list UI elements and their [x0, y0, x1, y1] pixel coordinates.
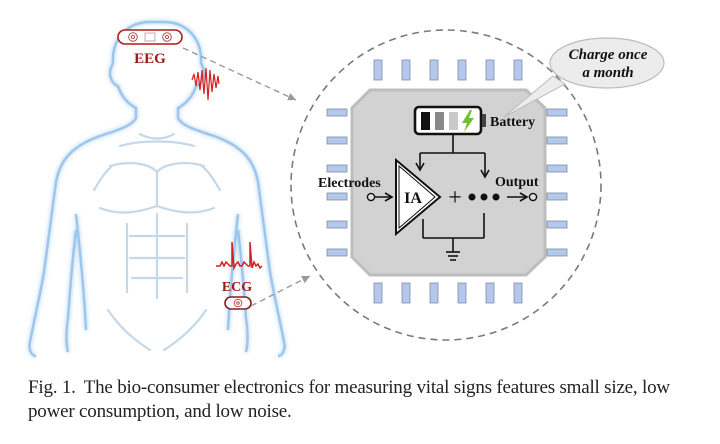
output-terminal	[528, 192, 538, 202]
callout-line1: Charge once	[569, 47, 648, 63]
human-body-illustration: EEG ECG	[28, 20, 286, 358]
chip-pin-bottom	[401, 282, 411, 304]
chip-pin-top	[373, 59, 383, 81]
eeg-label: EEG	[134, 51, 166, 67]
chip-pin-left	[326, 108, 348, 117]
chip-pin-right	[546, 108, 568, 117]
amplifier-inner-outline	[398, 164, 436, 230]
chip-pin-top	[401, 59, 411, 81]
ground-wiring	[422, 213, 485, 252]
chip-pin-top	[513, 59, 523, 81]
summing-symbol: +	[448, 185, 462, 211]
chip-pins	[326, 59, 568, 304]
chip-pin-left	[326, 248, 348, 257]
body-muscle-lines	[92, 132, 222, 352]
instrumentation-amplifier	[395, 157, 442, 237]
input-terminal	[366, 192, 376, 202]
chip-pin-bottom	[373, 282, 383, 304]
ecg-waveform	[216, 241, 263, 271]
magnifier-circle	[290, 29, 602, 341]
chip-pin-right	[546, 248, 568, 257]
ellipsis-dots	[468, 193, 500, 201]
chip-pin-right	[546, 220, 568, 229]
chip-pin-top	[457, 59, 467, 81]
chip-pin-right	[546, 192, 568, 201]
ecg-label: ECG	[222, 280, 252, 295]
caption-text: The bio-consumer electronics for measuri…	[28, 377, 670, 422]
chip-pin-top	[429, 59, 439, 81]
chip-pin-bottom	[485, 282, 495, 304]
power-wiring	[415, 135, 490, 179]
battery-label: Battery	[490, 115, 535, 130]
callout-line2: a month	[582, 65, 633, 81]
chip-pin-bottom	[457, 282, 467, 304]
chip-pin-right	[546, 136, 568, 145]
eeg-waveform	[191, 67, 220, 101]
battery-icon	[413, 105, 486, 136]
callout-pointer	[503, 75, 566, 118]
caption-label: Fig. 1.	[28, 377, 76, 398]
chip-pin-bottom	[429, 282, 439, 304]
figure-caption: Fig. 1.The bio-consumer electronics for …	[28, 376, 708, 424]
eeg-pointer-line	[182, 47, 297, 101]
figure-diagram: EEG ECG Charge once a month Battery	[28, 20, 665, 358]
chip-pin-left	[326, 192, 348, 201]
chip-pin-bottom	[513, 282, 523, 304]
output-label: Output	[495, 175, 539, 190]
chip-pin-left	[326, 220, 348, 229]
callout-bubble	[549, 37, 665, 89]
body-outline	[28, 20, 286, 358]
lightning-bolt-icon	[462, 110, 474, 132]
chip-pin-top	[485, 59, 495, 81]
electrodes-label: Electrodes	[318, 176, 381, 191]
chip-pin-left	[326, 136, 348, 145]
amplifier-label: IA	[404, 190, 422, 207]
ecg-pointer-line	[250, 275, 311, 307]
chip-pin-right	[546, 164, 568, 173]
ground-symbol-icon	[446, 251, 460, 261]
chip-pin-left	[326, 164, 348, 173]
eeg-headband	[117, 29, 183, 45]
ecg-sensor	[224, 296, 252, 310]
